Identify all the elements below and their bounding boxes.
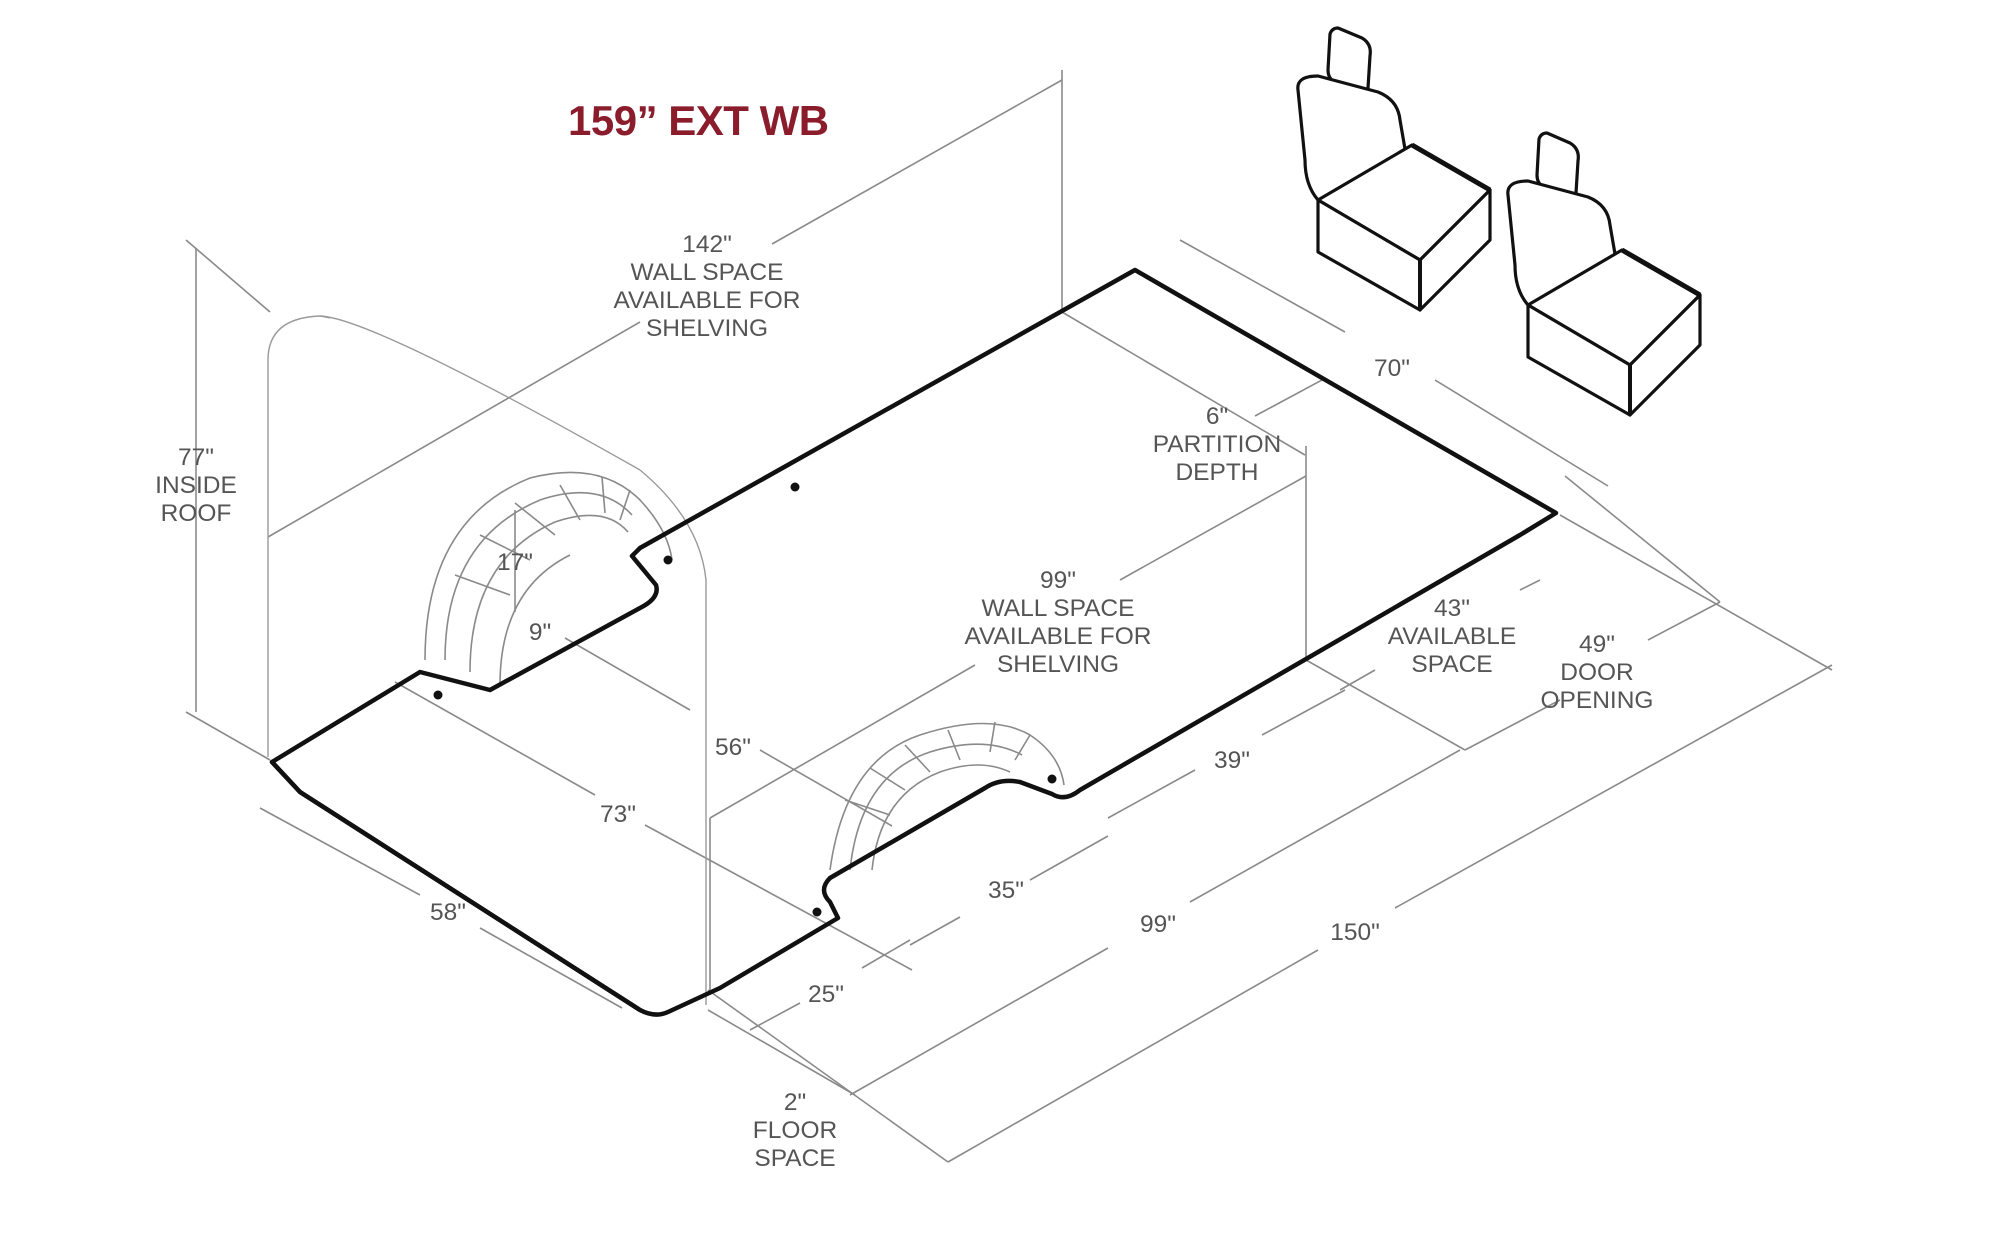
label-rear-width: 58" — [430, 899, 466, 926]
label-rear-to-well: 73" — [600, 801, 636, 828]
floor-outline — [269, 267, 1559, 1017]
floor-hole — [663, 555, 673, 565]
label-wheel-well-height: 17" — [497, 549, 533, 576]
svg-text:PARTITION: PARTITION — [1153, 431, 1281, 458]
svg-text:SPACE: SPACE — [754, 1145, 835, 1172]
label-25: 25" — [808, 981, 844, 1008]
svg-text:2": 2" — [784, 1089, 806, 1116]
label-available-space: 43" AVAILABLE SPACE — [1388, 595, 1516, 678]
svg-text:AVAILABLE FOR: AVAILABLE FOR — [965, 623, 1152, 650]
svg-text:142": 142" — [682, 231, 732, 258]
svg-text:DOOR: DOOR — [1560, 659, 1634, 686]
svg-text:77": 77" — [178, 444, 214, 471]
label-39: 39" — [1214, 747, 1250, 774]
label-cab-width: 70" — [1374, 355, 1410, 382]
label-35: 35" — [988, 877, 1024, 904]
floor-hole — [1047, 774, 1057, 784]
label-between-wells: 56" — [715, 734, 751, 761]
label-door-opening: 49" DOOR OPENING — [1541, 631, 1654, 714]
svg-text:AVAILABLE FOR: AVAILABLE FOR — [614, 287, 801, 314]
svg-text:43": 43" — [1434, 595, 1470, 622]
label-99-wall: 99" — [1140, 911, 1176, 938]
label-wall-space-top: 142" WALL SPACE AVAILABLE FOR SHELVING — [614, 231, 801, 342]
seat-left — [1296, 26, 1492, 312]
label-150-total: 150" — [1330, 919, 1380, 946]
svg-text:DEPTH: DEPTH — [1175, 459, 1258, 486]
svg-text:99": 99" — [1040, 567, 1076, 594]
svg-text:INSIDE: INSIDE — [155, 472, 237, 499]
label-wheel-well-width: 9" — [529, 619, 551, 646]
svg-text:SPACE: SPACE — [1411, 651, 1492, 678]
svg-text:WALL SPACE: WALL SPACE — [631, 259, 784, 286]
floor-hole — [433, 690, 443, 700]
floor-edge — [269, 759, 643, 1013]
svg-text:ROOF: ROOF — [161, 500, 232, 527]
floor-hole — [790, 482, 800, 492]
diagram-title: 159” EXT WB — [568, 97, 829, 144]
svg-text:SHELVING: SHELVING — [646, 315, 768, 342]
svg-text:WALL SPACE: WALL SPACE — [982, 595, 1135, 622]
svg-text:OPENING: OPENING — [1541, 687, 1654, 714]
label-inside-roof: 77" INSIDE ROOF — [155, 444, 237, 527]
van-walls — [267, 315, 707, 1005]
front-wheel-well — [829, 721, 1065, 871]
svg-text:FLOOR: FLOOR — [753, 1117, 837, 1144]
floor-hole — [812, 907, 822, 917]
seat-right — [1506, 131, 1702, 417]
rear-wheel-well — [424, 471, 673, 686]
svg-text:SHELVING: SHELVING — [997, 651, 1119, 678]
label-wall-space-middle: 99" WALL SPACE AVAILABLE FOR SHELVING — [965, 567, 1152, 678]
label-floor-space: 2" FLOOR SPACE — [753, 1089, 837, 1172]
svg-text:AVAILABLE: AVAILABLE — [1388, 623, 1516, 650]
svg-text:6": 6" — [1206, 403, 1228, 430]
svg-text:49": 49" — [1579, 631, 1615, 658]
label-partition-depth: 6" PARTITION DEPTH — [1153, 403, 1281, 486]
dimension-lines — [185, 70, 1833, 1163]
